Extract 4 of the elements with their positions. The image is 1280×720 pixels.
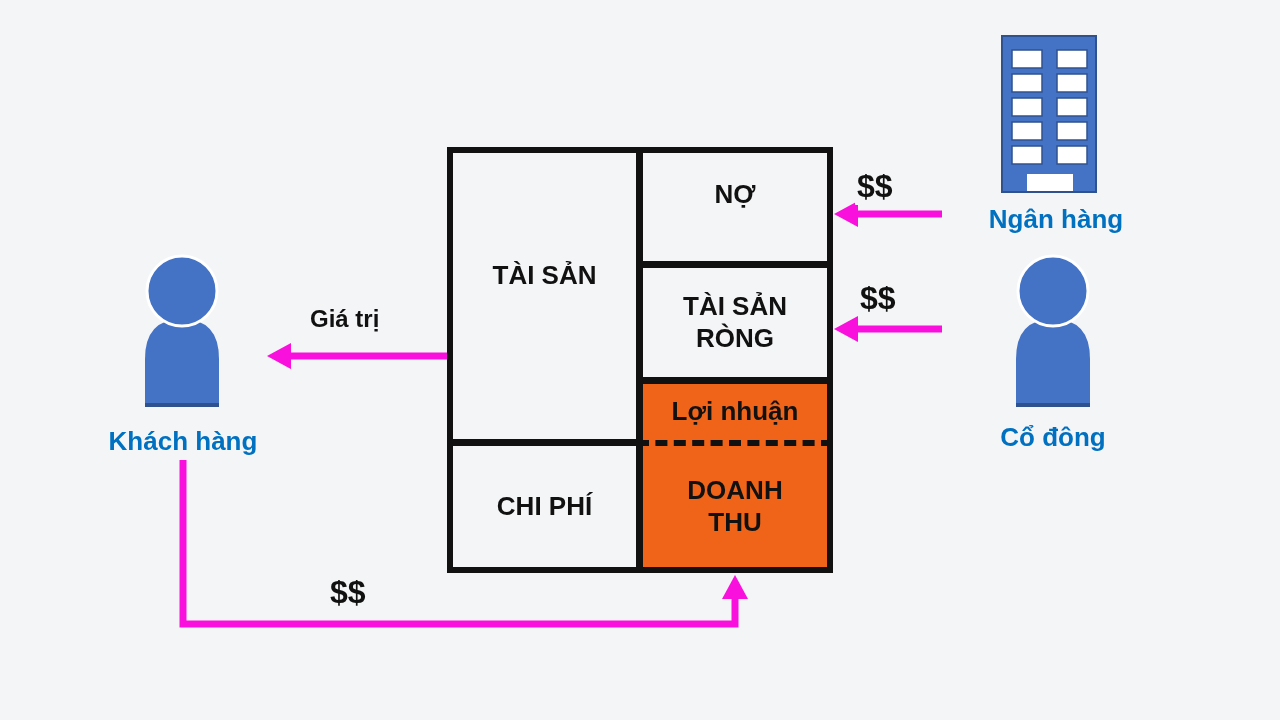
actor-label: Khách hàng	[108, 426, 258, 456]
actor-label: Ngân hàng	[988, 204, 1124, 234]
arrow	[267, 343, 447, 370]
actor-label: Cổ đông	[1000, 422, 1106, 452]
